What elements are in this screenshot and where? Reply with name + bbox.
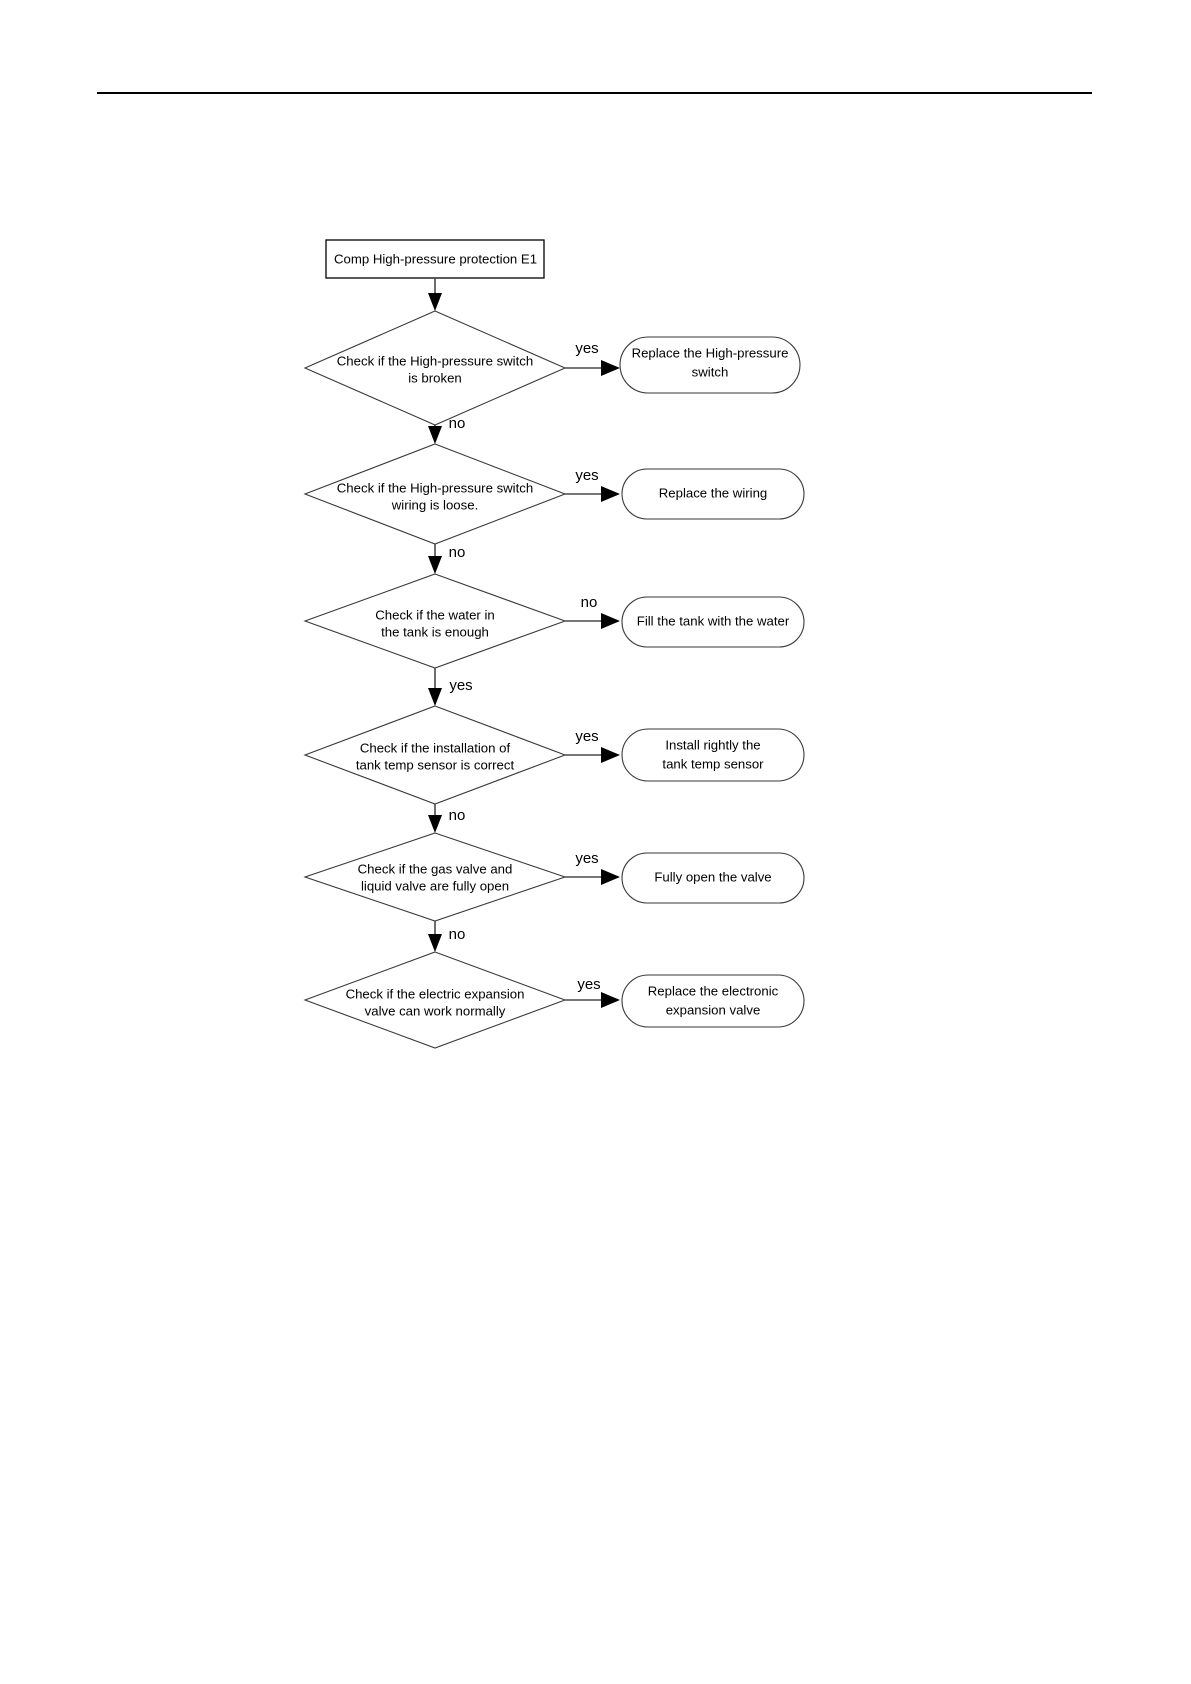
node-outcome-4-line2: tank temp sensor	[662, 756, 764, 771]
node-decision-3-line2: the tank is enough	[381, 624, 489, 639]
header-rule	[97, 92, 1092, 94]
node-decision-5-line1: Check if the gas valve and	[358, 861, 513, 876]
edge-label-d5-down: no	[449, 926, 466, 943]
node-outcome-5-line1: Fully open the valve	[654, 869, 771, 884]
node-decision-1-line1: Check if the High-pressure switch	[337, 353, 533, 368]
node-outcome-6: Replace the electronic expansion valve	[621, 974, 805, 1028]
node-decision-6-line2: valve can work normally	[365, 1003, 506, 1018]
node-decision-4-line1: Check if the installation of	[360, 740, 511, 755]
node-decision-6: Check if the electric expansion valve ca…	[303, 951, 567, 1049]
edge-label-d3-down: yes	[449, 677, 472, 694]
node-outcome-4-line1: Install rightly the	[665, 737, 760, 752]
edge-label-d5-branch: yes	[575, 850, 598, 867]
edge-label-d1-down: no	[449, 415, 466, 432]
node-outcome-3: Fill the tank with the water	[621, 596, 805, 648]
connector-d4-branch: yes	[565, 728, 620, 763]
edge-label-d1-branch: yes	[575, 340, 598, 357]
node-decision-6-line1: Check if the electric expansion	[346, 986, 525, 1001]
edge-label-d4-branch: yes	[575, 728, 598, 745]
node-outcome-4: Install rightly the tank temp sensor	[621, 728, 805, 782]
edge-label-d2-down: no	[449, 544, 466, 561]
connector-d2-to-d3: no	[428, 544, 465, 574]
node-decision-3-line1: Check if the water in	[375, 607, 494, 622]
node-outcome-2-line1: Replace the wiring	[659, 485, 768, 500]
node-outcome-3-line1: Fill the tank with the water	[637, 613, 790, 628]
node-decision-2-line1: Check if the High-pressure switch	[337, 480, 533, 495]
connector-d5-to-d6: no	[428, 921, 465, 952]
node-outcome-1-line1: Replace the High-pressure	[632, 345, 789, 360]
node-decision-1-line2: is broken	[408, 370, 462, 385]
node-outcome-2: Replace the wiring	[621, 468, 805, 520]
edge-label-d2-branch: yes	[575, 467, 598, 484]
edge-label-d4-down: no	[449, 807, 466, 824]
node-decision-5-line2: liquid valve are fully open	[361, 878, 509, 893]
connector-d3-branch: no	[565, 594, 620, 629]
connector-d5-branch: yes	[565, 850, 620, 885]
node-outcome-1: Replace the High-pressure switch	[619, 336, 801, 394]
connector-d4-to-d5: no	[428, 804, 465, 833]
node-decision-4-line2: tank temp sensor is correct	[356, 757, 515, 772]
connector-d1-branch: yes	[565, 340, 620, 376]
node-decision-2: Check if the High-pressure switch wiring…	[303, 443, 567, 545]
node-outcome-6-line1: Replace the electronic	[648, 983, 779, 998]
edge-label-d3-branch: no	[581, 594, 598, 611]
node-start-label: Comp High-pressure protection E1	[334, 251, 537, 266]
node-decision-2-line2: wiring is loose.	[391, 497, 479, 512]
node-outcome-6-line2: expansion valve	[666, 1002, 761, 1017]
node-outcome-1-line2: switch	[692, 364, 729, 379]
node-start: Comp High-pressure protection E1	[325, 239, 545, 279]
connector-d2-branch: yes	[565, 467, 620, 502]
node-decision-4: Check if the installation of tank temp s…	[303, 705, 567, 805]
connector-start-to-d1	[428, 278, 442, 311]
node-decision-5: Check if the gas valve and liquid valve …	[303, 832, 567, 922]
node-outcome-5: Fully open the valve	[621, 852, 805, 904]
connector-d6-branch: yes	[565, 976, 620, 1008]
connector-d3-to-d4: yes	[428, 668, 473, 706]
connector-d1-to-d2: no	[428, 415, 465, 444]
edge-label-d6-branch: yes	[577, 976, 600, 993]
node-decision-1: Check if the High-pressure switch is bro…	[303, 310, 567, 426]
node-decision-3: Check if the water in the tank is enough	[303, 573, 567, 669]
